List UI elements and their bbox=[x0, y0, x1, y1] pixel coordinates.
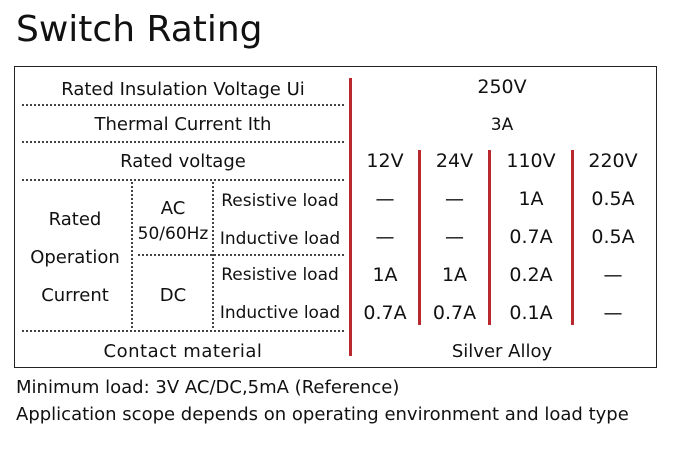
row-divider bbox=[22, 179, 344, 181]
dc-resistive-label: Resistive load bbox=[221, 265, 339, 285]
thermal-label: Thermal Current Ith bbox=[94, 113, 272, 135]
minimum-load-note: Minimum load: 3V AC/DC,5mA (Reference) bbox=[16, 377, 400, 398]
voltage-12v: 12V bbox=[366, 150, 404, 172]
voltage-220v: 220V bbox=[588, 150, 638, 172]
red-divider bbox=[488, 150, 491, 325]
ac-inductive-label: Inductive load bbox=[219, 229, 341, 249]
red-divider bbox=[418, 150, 421, 325]
dc-inductive-220v: — bbox=[603, 302, 623, 324]
insulation-label: Rated Insulation Voltage Ui bbox=[61, 78, 305, 100]
ac-inductive-12v: — bbox=[375, 226, 395, 248]
insulation-value: 250V bbox=[477, 76, 527, 98]
red-divider bbox=[571, 150, 574, 325]
row-divider bbox=[22, 141, 344, 143]
ac-resistive-label: Resistive load bbox=[221, 191, 339, 211]
dc-label: DC bbox=[159, 284, 187, 306]
op-current-label-3: Current bbox=[41, 284, 109, 306]
ac-inductive-220v: 0.5A bbox=[591, 226, 635, 248]
row-divider bbox=[22, 330, 344, 332]
ac-resistive-24v: — bbox=[445, 188, 464, 210]
row-divider bbox=[138, 254, 344, 256]
dc-resistive-110v: 0.2A bbox=[509, 264, 553, 286]
dc-inductive-24v: 0.7A bbox=[432, 302, 477, 324]
row-divider bbox=[22, 104, 344, 106]
rating-table bbox=[14, 66, 657, 368]
application-scope-note: Application scope depends on operating e… bbox=[16, 404, 629, 425]
ac-frequency: 50/60Hz bbox=[137, 224, 209, 244]
dc-inductive-12v: 0.7A bbox=[363, 302, 407, 324]
ac-label: AC bbox=[160, 197, 186, 219]
op-current-label-1: Rated bbox=[48, 208, 102, 230]
op-current-label-2: Operation bbox=[30, 246, 120, 268]
ac-inductive-24v: — bbox=[445, 226, 464, 248]
voltage-24v: 24V bbox=[435, 150, 474, 172]
ac-resistive-12v: — bbox=[375, 188, 395, 210]
dc-resistive-220v: — bbox=[603, 264, 623, 286]
dc-inductive-label: Inductive load bbox=[219, 303, 341, 323]
ac-inductive-110v: 0.7A bbox=[509, 226, 553, 248]
red-divider bbox=[349, 78, 352, 356]
rated-voltage-label: Rated voltage bbox=[120, 150, 246, 172]
ac-resistive-220v: 0.5A bbox=[591, 188, 635, 210]
dc-resistive-12v: 1A bbox=[372, 264, 398, 286]
column-divider bbox=[131, 182, 133, 328]
thermal-value: 3A bbox=[490, 115, 514, 135]
page-title: Switch Rating bbox=[16, 9, 263, 50]
voltage-110v: 110V bbox=[506, 150, 556, 172]
dc-resistive-24v: 1A bbox=[441, 264, 468, 286]
column-divider bbox=[212, 182, 214, 328]
contact-material-label: Contact material bbox=[103, 340, 263, 362]
ac-resistive-110v: 1A bbox=[518, 188, 544, 210]
dc-inductive-110v: 0.1A bbox=[509, 302, 553, 324]
contact-material-value: Silver Alloy bbox=[451, 340, 553, 362]
